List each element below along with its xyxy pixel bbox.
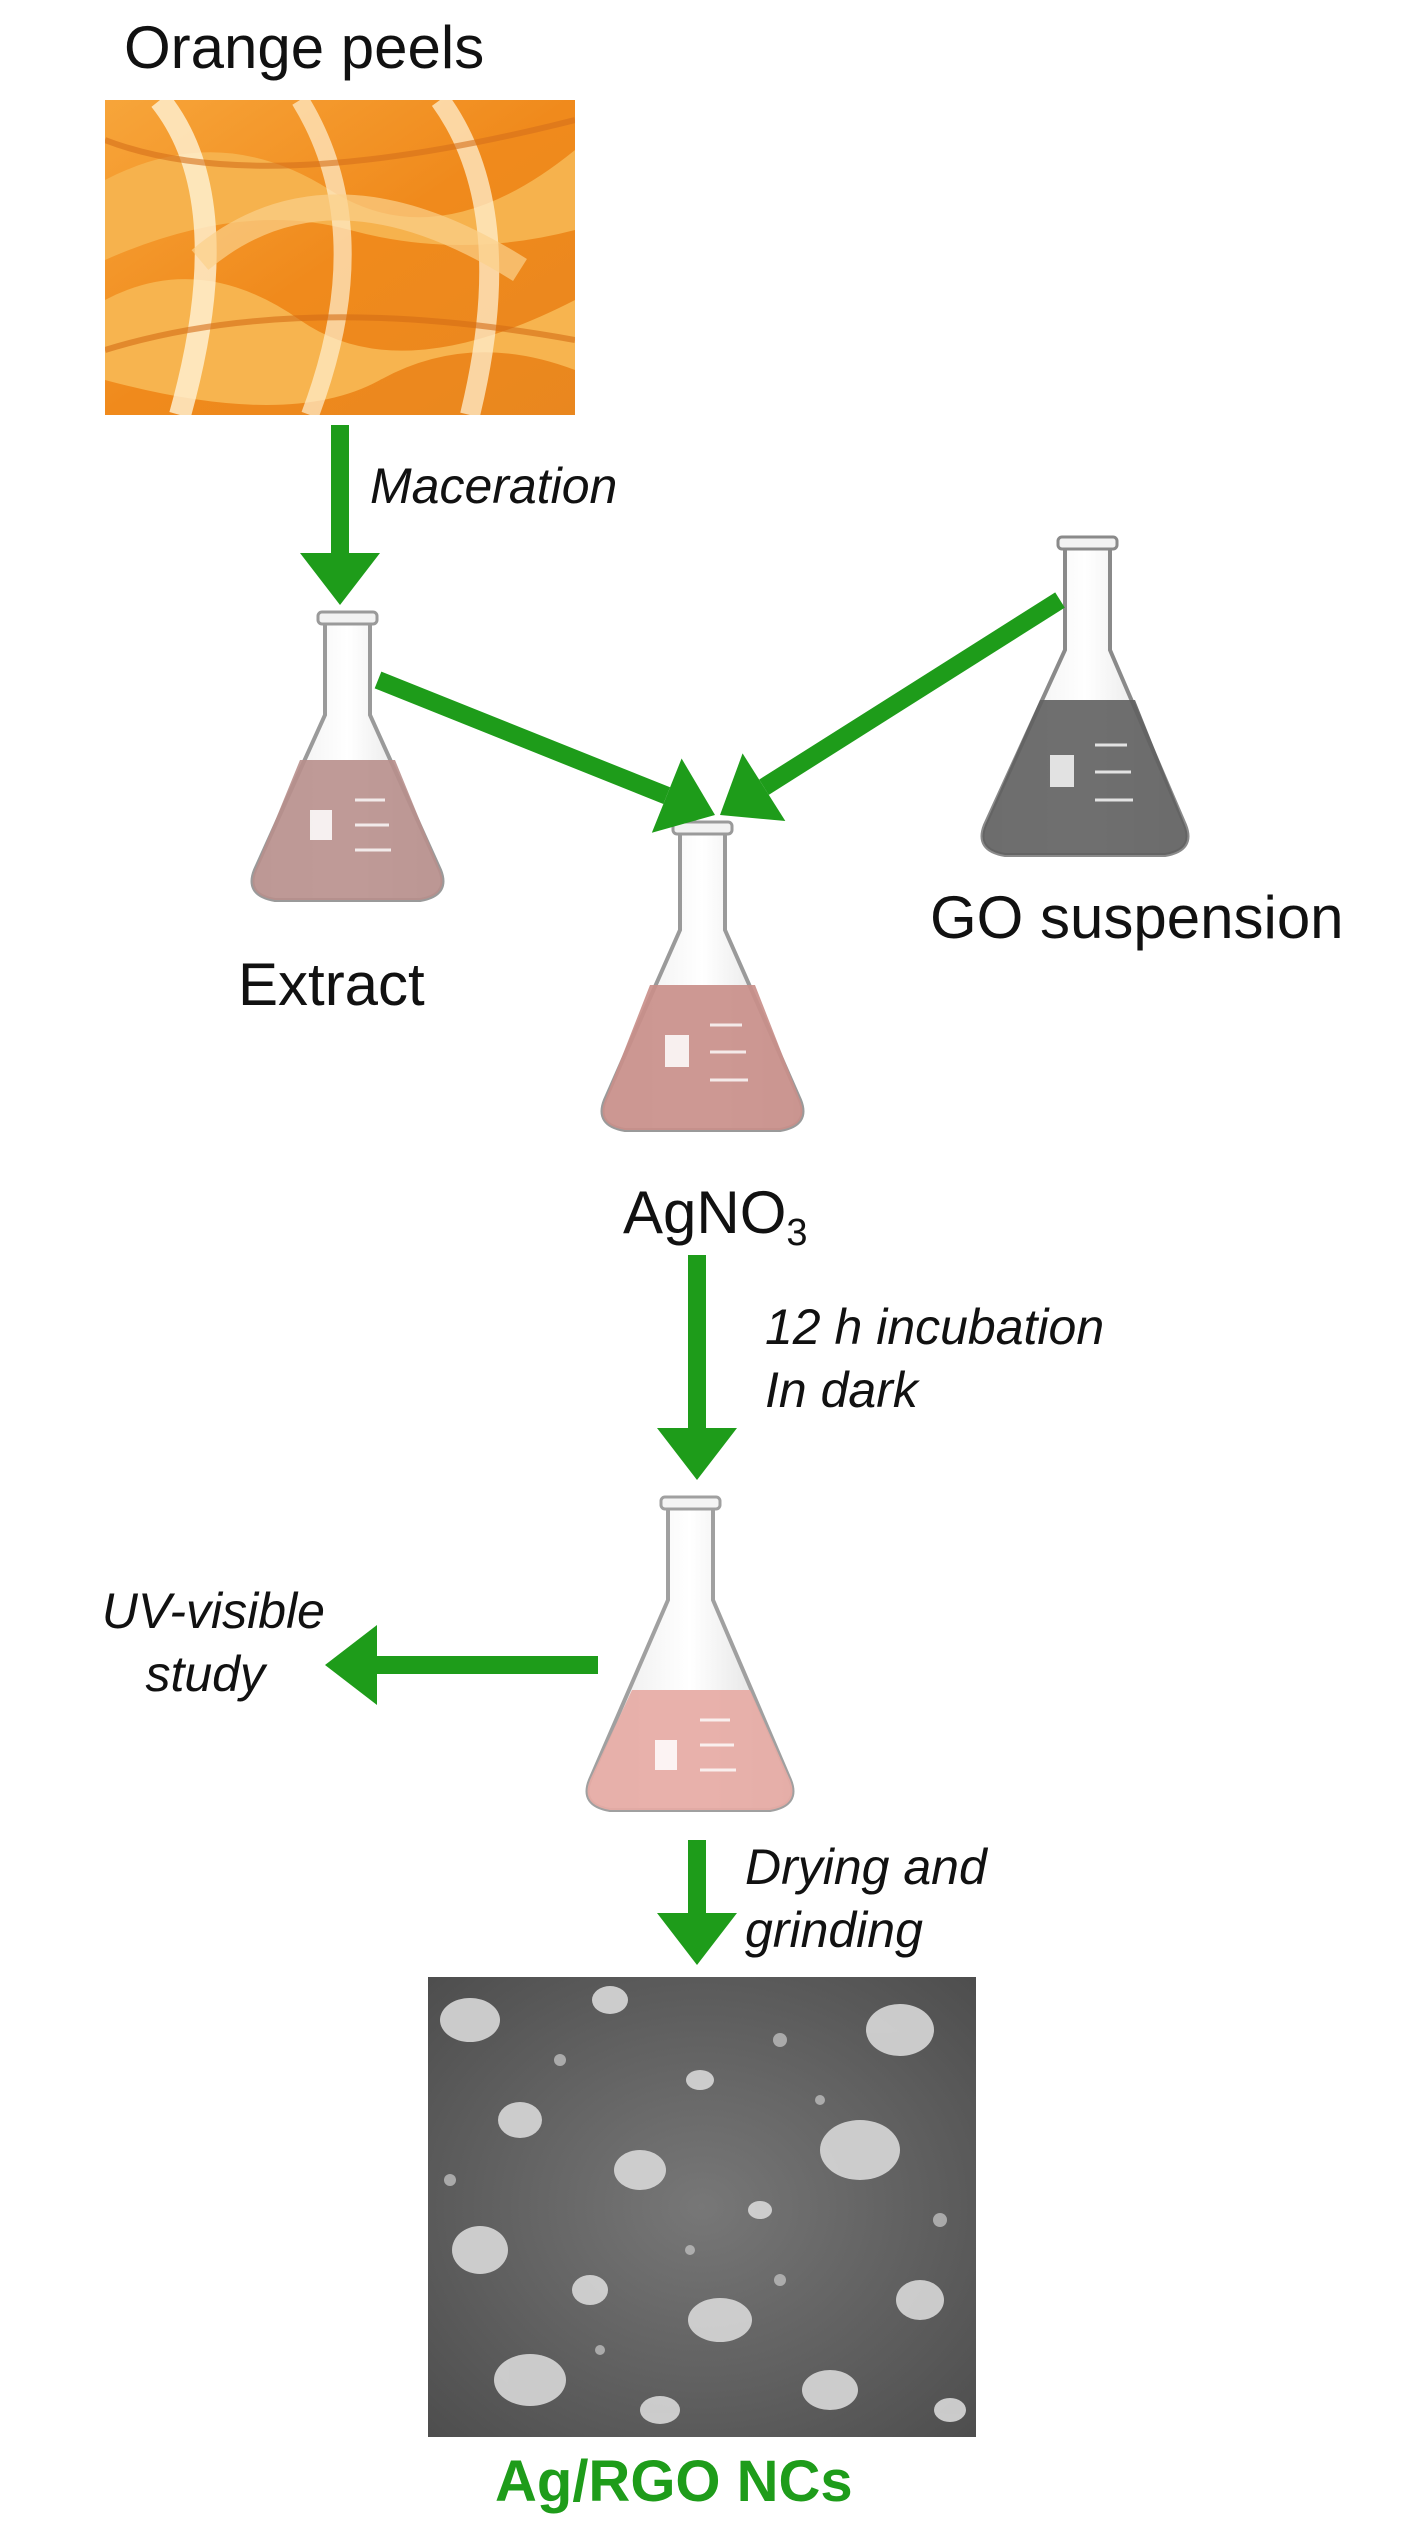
product-flask	[585, 1495, 795, 1812]
orange-peels-label: Orange peels	[124, 14, 485, 81]
sem-micrograph-image	[428, 1977, 976, 2437]
arrow-product-to-sem-head	[657, 1913, 737, 1965]
agno3-label: AgNO3	[623, 1183, 808, 1254]
drying-label-line2: grinding	[745, 1901, 923, 1958]
final-product-label: Ag/RGO NCs	[495, 2449, 853, 2514]
orange-peels-image	[105, 100, 575, 415]
uv-visible-label-line1: UV-visible	[101, 1583, 325, 1639]
incubation-label: 12 h incubation In dark	[765, 1296, 1104, 1421]
arrow-go-to-agno3-shaft	[759, 592, 1065, 795]
drying-label-line1: Drying and	[745, 1839, 987, 1895]
arrow-go-to-agno3-head	[720, 753, 786, 822]
agno3-label-subscript: 3	[786, 1212, 808, 1254]
uv-visible-label: UV-visible study	[35, 1580, 325, 1705]
uv-visible-label-line2: study	[145, 1645, 265, 1702]
incubation-label-line2: In dark	[765, 1361, 918, 1418]
maceration-label: Maceration	[370, 458, 618, 514]
extract-label: Extract	[238, 951, 425, 1018]
arrow-product-to-uv-study-head	[325, 1625, 377, 1705]
flow-arrows	[300, 425, 1065, 1965]
go-suspension-label: GO suspension	[930, 884, 1344, 951]
incubation-label-line1: 12 h incubation	[765, 1299, 1105, 1355]
arrow-agno3-to-product-head	[657, 1428, 737, 1480]
arrow-extract-to-agno3-head	[651, 758, 715, 833]
arrow-extract-to-agno3-shaft	[374, 671, 671, 805]
agno3-label-main: AgNO	[623, 1179, 787, 1246]
arrow-peels-to-extract-head	[300, 553, 380, 605]
extract-flask	[250, 610, 445, 902]
go-suspension-flask	[980, 535, 1190, 857]
drying-label: Drying and grinding	[745, 1836, 987, 1961]
agno3-flask	[600, 820, 805, 1132]
